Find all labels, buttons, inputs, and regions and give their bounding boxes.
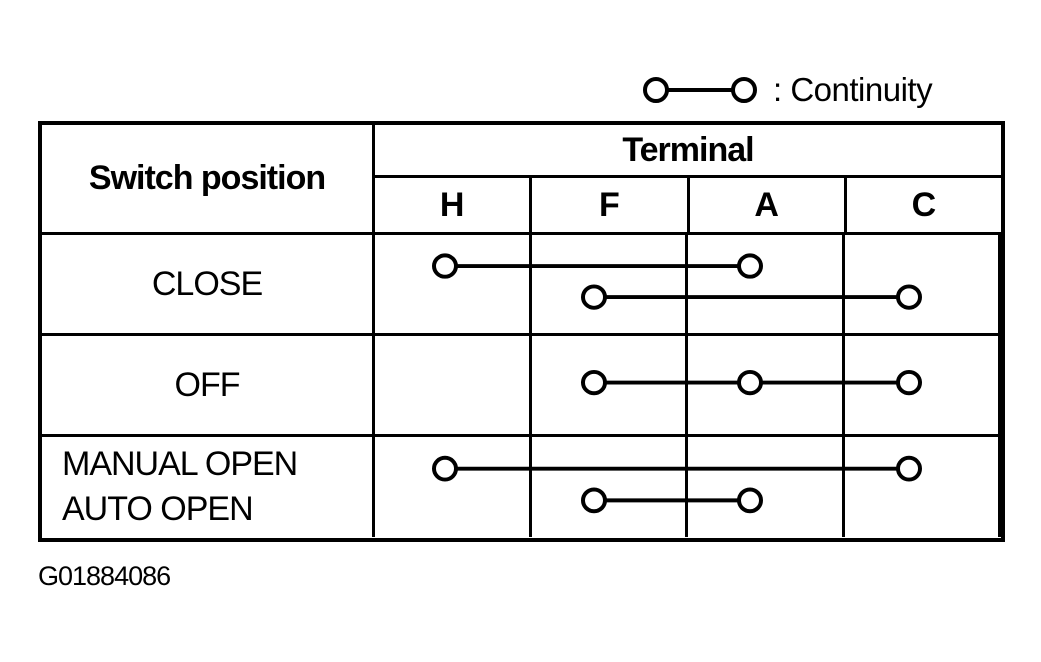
terminal-cell-C <box>845 437 1001 537</box>
terminal-cell-A <box>688 437 845 537</box>
continuity-connections <box>581 369 922 396</box>
terminal-cell-F <box>532 336 688 434</box>
table-row: MANUAL OPEN AUTO OPEN <box>42 437 1001 537</box>
terminal-column-header-F: F <box>532 178 690 232</box>
table-row: OFF <box>42 336 1001 437</box>
switch-position-header: Switch position <box>42 125 375 232</box>
switch-position-label-line: OFF <box>174 365 241 404</box>
switch-position-label: CLOSE <box>42 235 375 333</box>
legend-label: : Continuity <box>773 71 933 108</box>
terminal-header: Terminal <box>375 125 1001 178</box>
continuity-cells <box>375 336 1001 434</box>
terminal-column-header-C: C <box>911 185 937 224</box>
figure-id: G01884086 <box>38 561 171 591</box>
continuity-symbol-icon <box>643 77 757 103</box>
terminal-column-header-H: H <box>375 178 533 232</box>
switch-position-label-line: AUTO OPEN <box>62 490 254 528</box>
switch-position-label-line: CLOSE <box>151 264 263 303</box>
terminal-cell-C <box>845 235 1001 333</box>
continuity-connections <box>432 253 922 310</box>
terminal-column-header-A: A <box>690 178 847 232</box>
terminal-cell-H <box>375 235 532 333</box>
terminal-cell-C <box>845 336 1001 434</box>
terminal-cell-F <box>532 437 688 537</box>
switch-position-label-line: MANUAL OPEN <box>62 445 298 484</box>
terminal-cell-H <box>375 336 532 434</box>
table-row: CLOSE <box>42 235 1001 336</box>
terminal-cell-F <box>532 235 688 333</box>
continuity-cells <box>375 437 1001 537</box>
terminal-cell-A <box>688 336 845 434</box>
continuity-legend: : Continuity <box>641 71 933 109</box>
switch-position-label: MANUAL OPEN AUTO OPEN <box>42 437 375 537</box>
continuity-connections <box>432 455 922 514</box>
terminal-cell-H <box>375 437 532 537</box>
terminal-cell-A <box>688 235 845 333</box>
table-body: CLOSE OFF MANUAL OPEN AUTO OPEN <box>42 235 1001 537</box>
switch-position-label: OFF <box>42 336 375 434</box>
continuity-cells <box>375 235 1001 333</box>
